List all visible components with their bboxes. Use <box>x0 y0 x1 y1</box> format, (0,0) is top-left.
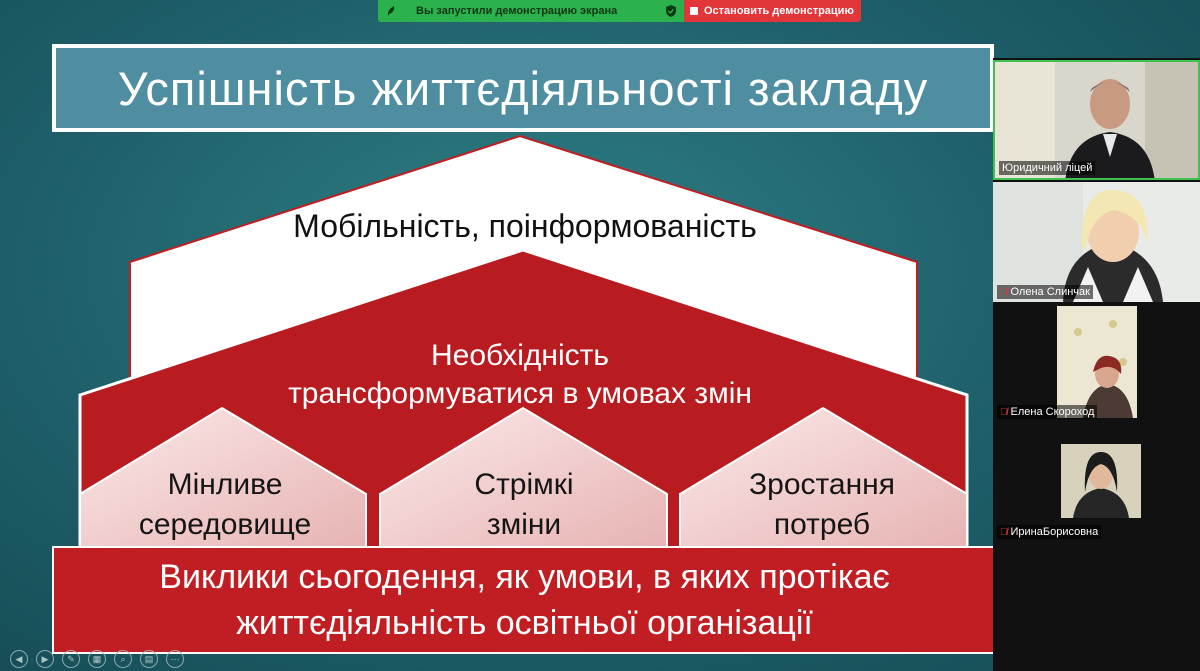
participant-name: Юридичний ліцей <box>999 161 1096 175</box>
stop-icon <box>690 7 698 15</box>
participant-name-row: 🎙̸ ИринаБорисовна <box>997 525 1102 539</box>
shield-icon <box>666 5 676 17</box>
prev-icon[interactable]: ◀ <box>10 650 28 668</box>
participant-name-row: 🎙̸ Елена Скороход <box>997 405 1098 419</box>
participant-video <box>993 302 1200 422</box>
foundation-box: Виклики сьогодення, як умови, в яких про… <box>52 546 997 654</box>
participants-panel: Юридичний ліцей 🎙̸ Олена Слинчак <box>993 58 1200 671</box>
small-house-3-line2: потреб <box>773 508 871 541</box>
middle-text-line2: трансформуватися в умовах змін <box>288 377 752 410</box>
small-house-2-line1: Стрімкі <box>474 468 574 501</box>
roof-text: Мобільність, поінформованість <box>293 208 757 244</box>
mic-muted-icon: 🎙̸ <box>1000 286 1008 298</box>
leaf-icon <box>387 6 395 16</box>
small-house-1-line2: середовище <box>138 508 312 541</box>
share-status-text: Вы запустили демонстрацию экрана <box>416 5 618 17</box>
small-house-2-text: Стрімкі зміни <box>414 465 634 545</box>
small-house-1-text: Мінливе середовище <box>115 465 335 545</box>
house-diagram <box>78 134 969 550</box>
participant-tile[interactable]: Юридичний ліцей <box>993 60 1200 180</box>
participant-video <box>995 62 1198 178</box>
small-house-3-line1: Зростання <box>749 468 895 501</box>
small-house-2-line2: зміни <box>486 508 562 541</box>
small-house-3-text: Зростання потреб <box>712 465 932 545</box>
slides-icon[interactable]: ▦ <box>88 650 106 668</box>
subtitles-icon[interactable]: ▤ <box>140 650 158 668</box>
participant-name: ИринаБорисовна <box>1010 526 1099 538</box>
next-icon[interactable]: ▶ <box>36 650 54 668</box>
mic-muted-icon: 🎙̸ <box>1000 406 1008 418</box>
participant-video <box>993 422 1200 542</box>
slideshow-controls: ◀ ▶ ✎ ▦ ⌕ ▤ ⋯ <box>10 650 184 668</box>
more-icon[interactable]: ⋯ <box>166 650 184 668</box>
participant-video <box>993 182 1200 302</box>
slide-title: Успішність життєдіяльності закладу <box>52 44 994 132</box>
participant-name-row: 🎙̸ Олена Слинчак <box>997 285 1093 299</box>
participant-tile[interactable]: 🎙̸ Елена Скороход <box>993 302 1200 422</box>
screen-share-bar: Вы запустили демонстрацию экрана Останов… <box>378 0 861 22</box>
middle-text: Необхідність трансформуватися в умовах з… <box>150 337 890 413</box>
foundation-line1: Виклики сьогодення, як умови, в яких про… <box>159 558 890 596</box>
small-house-1 <box>79 406 367 549</box>
small-house-3 <box>679 406 968 549</box>
small-house-1-line1: Мінливе <box>167 468 283 501</box>
participant-tile[interactable]: 🎙̸ Олена Слинчак <box>993 182 1200 302</box>
zoom-icon[interactable]: ⌕ <box>114 650 132 668</box>
presentation-slide: Успішність життєдіяльності закладу Мобіл… <box>52 44 997 654</box>
middle-text-line1: Необхідність <box>431 339 609 372</box>
foundation-line2: життєдіяльність освітньої організації <box>236 604 813 642</box>
participant-tile[interactable]: 🎙̸ ИринаБорисовна <box>993 422 1200 542</box>
mic-muted-icon: 🎙̸ <box>1000 526 1008 538</box>
stop-share-label: Остановить демонстрацию <box>704 5 854 17</box>
participant-name: Олена Слинчак <box>1010 286 1090 298</box>
share-status: Вы запустили демонстрацию экрана <box>378 0 684 22</box>
stop-share-button[interactable]: Остановить демонстрацию <box>684 0 861 22</box>
pen-icon[interactable]: ✎ <box>62 650 80 668</box>
small-house-2 <box>379 406 668 549</box>
participant-name: Елена Скороход <box>1010 406 1095 418</box>
